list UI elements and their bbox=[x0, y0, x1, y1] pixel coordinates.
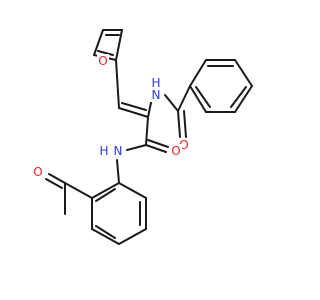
bond bbox=[48, 173, 66, 184]
bond bbox=[164, 94, 179, 112]
bond bbox=[189, 85, 207, 113]
bond bbox=[234, 85, 253, 113]
bond bbox=[177, 110, 181, 138]
bond bbox=[95, 225, 116, 239]
bond bbox=[118, 228, 147, 245]
bond bbox=[115, 29, 123, 61]
bond bbox=[116, 159, 120, 184]
bond bbox=[45, 178, 63, 189]
bond bbox=[177, 85, 191, 112]
atom-label-background bbox=[150, 76, 162, 90]
bond bbox=[183, 110, 187, 138]
atom-label: H bbox=[151, 76, 160, 90]
bond bbox=[189, 59, 207, 87]
bond bbox=[145, 116, 149, 146]
atom-label: O bbox=[98, 54, 107, 68]
atom-label: N bbox=[152, 88, 161, 102]
atom-label: O bbox=[179, 138, 188, 152]
atom-label-background bbox=[150, 88, 162, 102]
bond bbox=[118, 182, 147, 199]
atom-label: O bbox=[33, 165, 42, 179]
bond bbox=[145, 144, 167, 153]
atom-label-background bbox=[32, 165, 44, 179]
atom-label-background bbox=[170, 144, 182, 158]
bond bbox=[118, 107, 149, 118]
atom-label-background bbox=[112, 144, 124, 158]
bond bbox=[234, 59, 253, 87]
atom-label-background bbox=[97, 54, 109, 68]
bond bbox=[230, 86, 247, 108]
bonds bbox=[45, 29, 253, 245]
bond bbox=[64, 182, 93, 199]
bond bbox=[91, 228, 120, 245]
atom-label: H bbox=[99, 144, 108, 158]
atom-label-background bbox=[98, 144, 110, 158]
atom-label: N bbox=[114, 144, 123, 158]
bond bbox=[115, 59, 120, 109]
bond bbox=[95, 188, 116, 202]
bond bbox=[93, 29, 104, 56]
atom-label: O bbox=[171, 144, 180, 158]
bond bbox=[91, 182, 120, 199]
bond bbox=[97, 50, 114, 56]
bond bbox=[147, 139, 169, 148]
bond bbox=[195, 86, 211, 108]
bond bbox=[121, 102, 147, 111]
bond bbox=[126, 144, 147, 151]
